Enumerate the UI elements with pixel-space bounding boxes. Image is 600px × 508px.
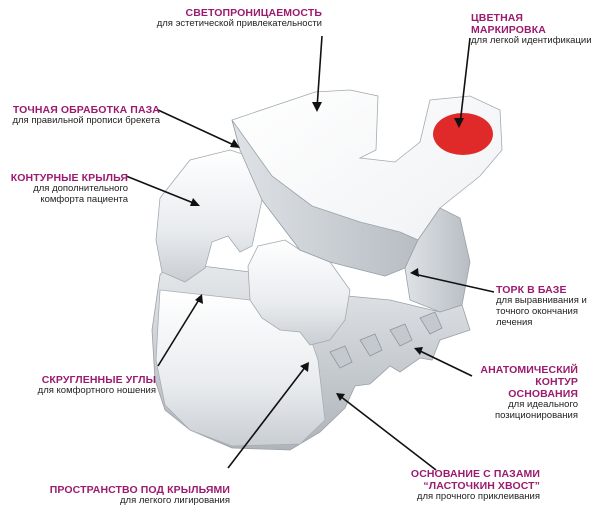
callout-desc-2: позиционирования <box>494 410 578 422</box>
callout-contoured-wings: КОНТУРНЫЕ КРЫЛЬЯ для дополнительного ком… <box>0 172 128 206</box>
callout-torque-in-base: ТОРК В БАЗЕ для выравнивания и точного о… <box>496 284 600 329</box>
callout-desc: для эстетической привлекательности <box>156 18 322 30</box>
callout-desc: для комфортного ношения <box>37 385 156 397</box>
bracket-right-face <box>404 207 471 313</box>
callout-title: СВЕТОПРОНИЦАЕМОСТЬ <box>185 7 322 19</box>
callout-desc: для легкой идентификации <box>471 35 592 47</box>
bracket-left-wing <box>155 149 263 283</box>
callout-title: ТОРК В БАЗЕ <box>496 284 567 296</box>
callout-desc: для легкого лигирования <box>120 495 230 507</box>
callout-color-marking: ЦВЕТНАЯ МАРКИРОВКА для легкой идентифика… <box>471 12 599 47</box>
callout-anatomical-base: АНАТОМИЧЕСКИЙ КОНТУР ОСНОВАНИЯ для идеал… <box>464 364 578 422</box>
callout-desc-1: для идеального <box>508 399 578 411</box>
callout-title-1: ОСНОВАНИЕ С ПАЗАМИ <box>410 468 540 480</box>
callout-desc-3: лечения <box>496 316 533 328</box>
callout-desc-1: для выравнивания и <box>496 295 587 307</box>
callout-title-1: АНАТОМИЧЕСКИЙ <box>480 364 578 376</box>
callout-title-2: КОНТУР ОСНОВАНИЯ <box>508 376 578 401</box>
callout-title: ТОЧНАЯ ОБРАБОТКА ПАЗА <box>12 104 160 116</box>
bracket-middle-wing <box>247 239 351 346</box>
callout-title: СКРУГЛЕННЫЕ УГЛЫ <box>41 374 156 386</box>
callout-dovetail-base: ОСНОВАНИЕ С ПАЗАМИ “ЛАСТОЧКИН ХВОСТ” для… <box>410 468 540 503</box>
dovetail-grooves <box>329 311 443 369</box>
callout-translucency: СВЕТОПРОНИЦАЕМОСТЬ для эстетической прив… <box>140 7 322 30</box>
leader-lines <box>125 35 495 471</box>
callout-title: ПРОСТРАНСТВО ПОД КРЫЛЬЯМИ <box>49 484 230 496</box>
callout-under-wing-space: ПРОСТРАНСТВО ПОД КРЫЛЬЯМИ для легкого ли… <box>20 484 230 507</box>
callout-desc: для прочного приклеивания <box>416 491 540 503</box>
callout-desc: для правильной прописи брекета <box>12 115 160 127</box>
color-marker-dot <box>433 113 493 155</box>
callout-slot-precision: ТОЧНАЯ ОБРАБОТКА ПАЗА для правильной про… <box>0 104 160 127</box>
callout-desc-1: для дополнительного <box>33 183 128 195</box>
callout-title-2: “ЛАСТОЧКИН ХВОСТ” <box>423 480 540 493</box>
callout-rounded-corners: СКРУГЛЕННЫЕ УГЛЫ для комфортного ношения <box>0 374 156 397</box>
callout-desc-2: комфорта пациента <box>40 193 128 205</box>
callout-title: КОНТУРНЫЕ КРЫЛЬЯ <box>10 172 128 184</box>
callout-title: ЦВЕТНАЯ МАРКИРОВКА <box>471 12 546 37</box>
callout-desc-2: точного окончания <box>496 305 578 317</box>
leader-arrowheads <box>190 102 464 401</box>
